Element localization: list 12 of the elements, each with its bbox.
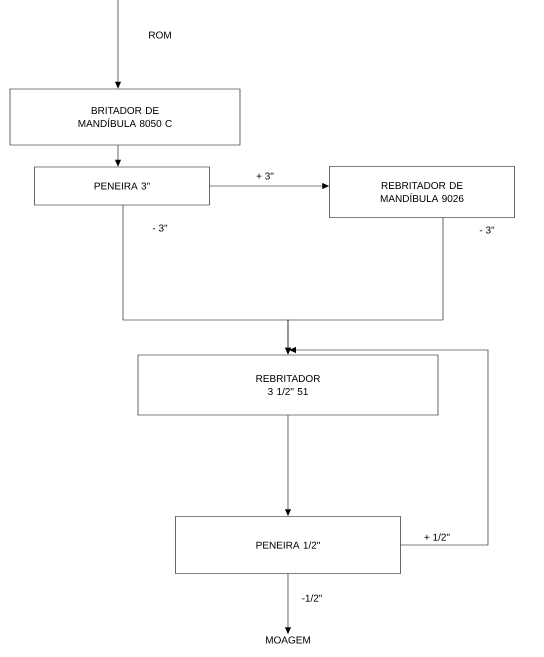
edge-label: - 3": [151, 223, 169, 233]
process-box: REBRITADOR DE MANDÍBULA 9026: [329, 166, 515, 218]
output-label: MOAGEM: [266, 636, 310, 644]
process-box: REBRITADOR 3 1/2" 51: [138, 354, 438, 416]
process-box: BRITADOR DE MANDÍBULA 8050 C: [10, 88, 240, 146]
process-box: PENEIRA 3": [34, 166, 210, 206]
process-box: PENEIRA 1/2": [175, 516, 401, 574]
edge-label: + 1/2": [422, 532, 452, 542]
edge-label: - 3": [478, 225, 496, 235]
edge-label: + 3": [255, 171, 275, 181]
edge-label: ROM: [147, 30, 173, 40]
edge-label: -1/2": [300, 593, 324, 603]
